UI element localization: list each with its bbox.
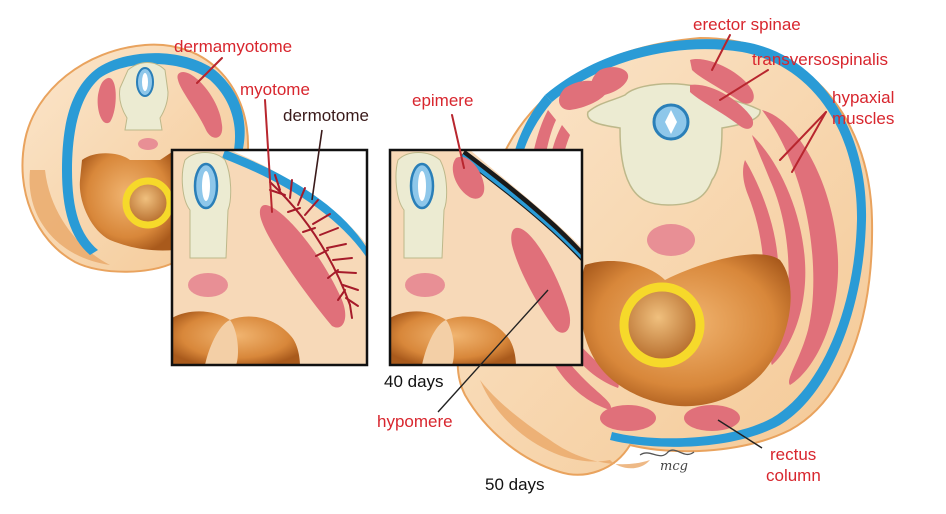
label-dermotome: dermotome <box>283 106 369 125</box>
label-transversospinalis: transversospinalis <box>752 50 888 69</box>
embryo-late-gut <box>619 282 705 368</box>
embryo-late-erector-spinae-right <box>690 59 754 104</box>
inset-2-white-area <box>470 150 582 248</box>
inset-1-white-area <box>230 150 367 245</box>
leader-hypaxial-2 <box>791 111 827 173</box>
label-epimere: epimere <box>412 91 473 110</box>
inset-2-epimere <box>452 156 485 199</box>
embryo-late-rectus-column-left <box>600 405 656 431</box>
leader-dermotome <box>311 129 323 201</box>
inset-1-dermotome-vessels <box>269 174 359 319</box>
label-muscles: muscles <box>832 109 894 128</box>
inset-2-hypomere <box>511 227 571 333</box>
leader-epimere <box>451 114 465 169</box>
leader-lines <box>196 34 827 449</box>
inset-2-frame <box>388 148 584 367</box>
inset-1-notochord <box>188 273 228 297</box>
leader-rectus-column <box>717 419 763 449</box>
leader-erector-spinae <box>711 34 731 71</box>
label-myotome: myotome <box>240 80 310 99</box>
inset-myotome-dermotome <box>170 148 369 367</box>
label-50-days: 50 days <box>485 475 545 494</box>
label-column: column <box>766 466 821 485</box>
inset-1-mesenchyme-light <box>205 320 238 365</box>
artist-signature-mark <box>639 449 695 457</box>
inset-1-ectoderm <box>222 150 367 258</box>
inset-2-mesenchyme <box>390 311 516 365</box>
inset-1-frame <box>170 148 369 367</box>
leader-dermamyotome <box>196 57 223 84</box>
embryo-late-notochord <box>647 224 695 256</box>
embryo-early-cross-section <box>21 43 250 273</box>
embryo-early-notochord <box>138 138 158 150</box>
embryo-early-canal-lumen <box>142 73 148 91</box>
embryo-early-ectoderm <box>62 53 245 255</box>
embryo-late-rectus-column-right <box>684 405 740 431</box>
embryo-late-tail-fold <box>480 380 650 469</box>
embryo-late-transversospinalis-right <box>690 84 754 129</box>
labels: dermamyotome myotome dermotome epimere 4… <box>174 15 894 494</box>
embryo-late-central-canal <box>665 110 677 134</box>
label-hypaxial: hypaxial <box>832 88 894 107</box>
artist-signature: mcg <box>660 459 688 474</box>
label-erector-spinae: erector spinae <box>693 15 801 34</box>
inset-1-canal-lumen <box>202 171 210 201</box>
inset-2-canal-lumen <box>418 171 426 201</box>
leader-hypaxial-1 <box>779 111 827 161</box>
leader-hypomere <box>437 289 549 413</box>
inset-epimere-hypomere <box>388 148 584 367</box>
label-rectus: rectus <box>770 445 816 464</box>
embryo-early-orange-shadow <box>29 170 110 265</box>
embryo-early-dermamyotome-right <box>177 72 223 138</box>
leader-transversospinalis <box>719 69 769 101</box>
embryo-early-dermamyotome-left <box>97 77 116 124</box>
inset-1-myotome <box>259 205 346 328</box>
embryo-late-transversospinalis-left <box>558 80 608 110</box>
embryo-late-ectoderm <box>545 39 867 447</box>
inset-2-notochord <box>405 273 445 297</box>
label-dermamyotome: dermamyotome <box>174 37 292 56</box>
embryo-early-gut <box>122 177 174 229</box>
inset-2-ectoderm <box>461 154 582 260</box>
label-hypomere: hypomere <box>377 412 453 431</box>
label-40-days: 40 days <box>384 372 444 391</box>
leader-myotome <box>264 99 273 213</box>
inset-2-mesenchyme-light <box>422 320 454 365</box>
